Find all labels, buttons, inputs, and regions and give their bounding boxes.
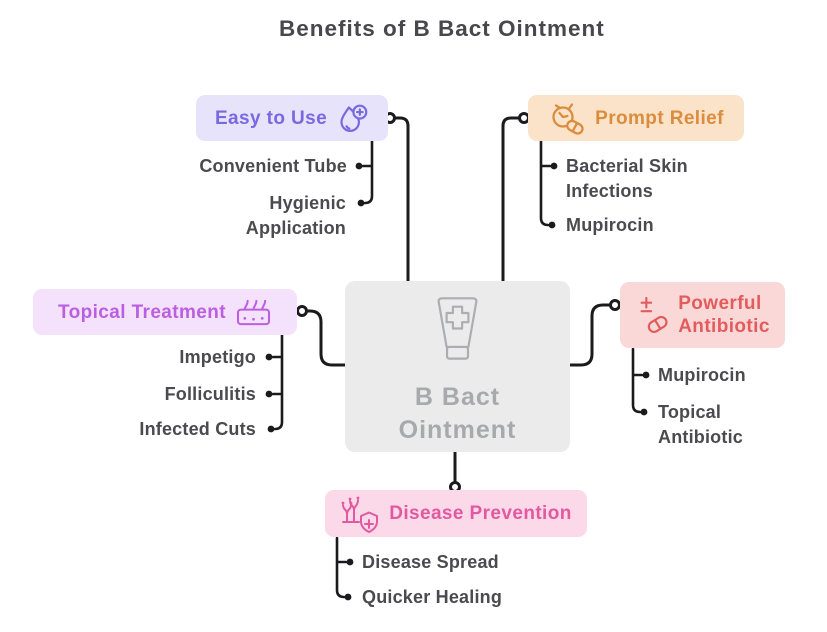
skin-layer-icon — [235, 297, 272, 328]
branch-powerful-antibiotic: Powerful Antibiotic — [620, 282, 785, 348]
droplet-plus-icon — [336, 102, 369, 135]
branch-easy-to-use: Easy to Use — [196, 95, 388, 141]
page-title: Benefits of B Bact Ointment — [279, 16, 605, 41]
branch-topical-treatment: Topical Treatment — [33, 289, 297, 335]
child-item: Convenient Tube — [199, 156, 347, 176]
central-node: B Bact Ointment — [345, 281, 570, 452]
branch-label: Topical Treatment — [58, 301, 226, 323]
branch-label: Easy to Use — [214, 107, 328, 129]
child-item: Quicker Healing — [362, 587, 503, 607]
anchor-ring-topical — [296, 305, 308, 317]
anchor-ring-powerful — [609, 299, 621, 311]
branch-disease-prevention: Disease Prevention — [325, 490, 587, 537]
branch-label: Prompt Relief — [595, 107, 724, 129]
branch-label: Powerful Antibiotic — [678, 293, 770, 337]
branch-label: Disease Prevention — [389, 503, 572, 524]
child-item: Mupirocin — [566, 215, 654, 235]
connector-prompt-to-center — [501, 116, 520, 283]
child-item: Topical Antibiotic — [658, 402, 743, 447]
child-item: Bacterial Skin Infections — [566, 156, 688, 201]
germ-shield-icon — [340, 494, 380, 534]
child-item: Mupirocin — [658, 365, 746, 385]
central-node-label: B Bact Ointment — [398, 383, 517, 444]
children-line-topical — [271, 333, 284, 431]
pill-plus-minus-icon — [635, 293, 669, 337]
branch-prompt-relief: Prompt Relief — [528, 95, 744, 141]
ointment-tube-icon — [434, 295, 481, 372]
connector-topical-to-center — [306, 309, 347, 367]
children-line-disease — [335, 536, 348, 599]
clock-pill-icon — [548, 100, 586, 136]
child-item: Infected Cuts — [139, 419, 256, 439]
connector-easy-to-center — [394, 116, 410, 283]
children-line-prompt — [539, 139, 552, 227]
child-item: Folliculitis — [164, 384, 256, 404]
children-line-easy — [361, 139, 374, 205]
connector-center-to-powerful — [568, 303, 611, 367]
child-item: Disease Spread — [362, 552, 499, 572]
children-line-powerful — [631, 347, 644, 414]
child-item: Hygienic Application — [245, 193, 346, 238]
child-item: Impetigo — [179, 347, 256, 367]
